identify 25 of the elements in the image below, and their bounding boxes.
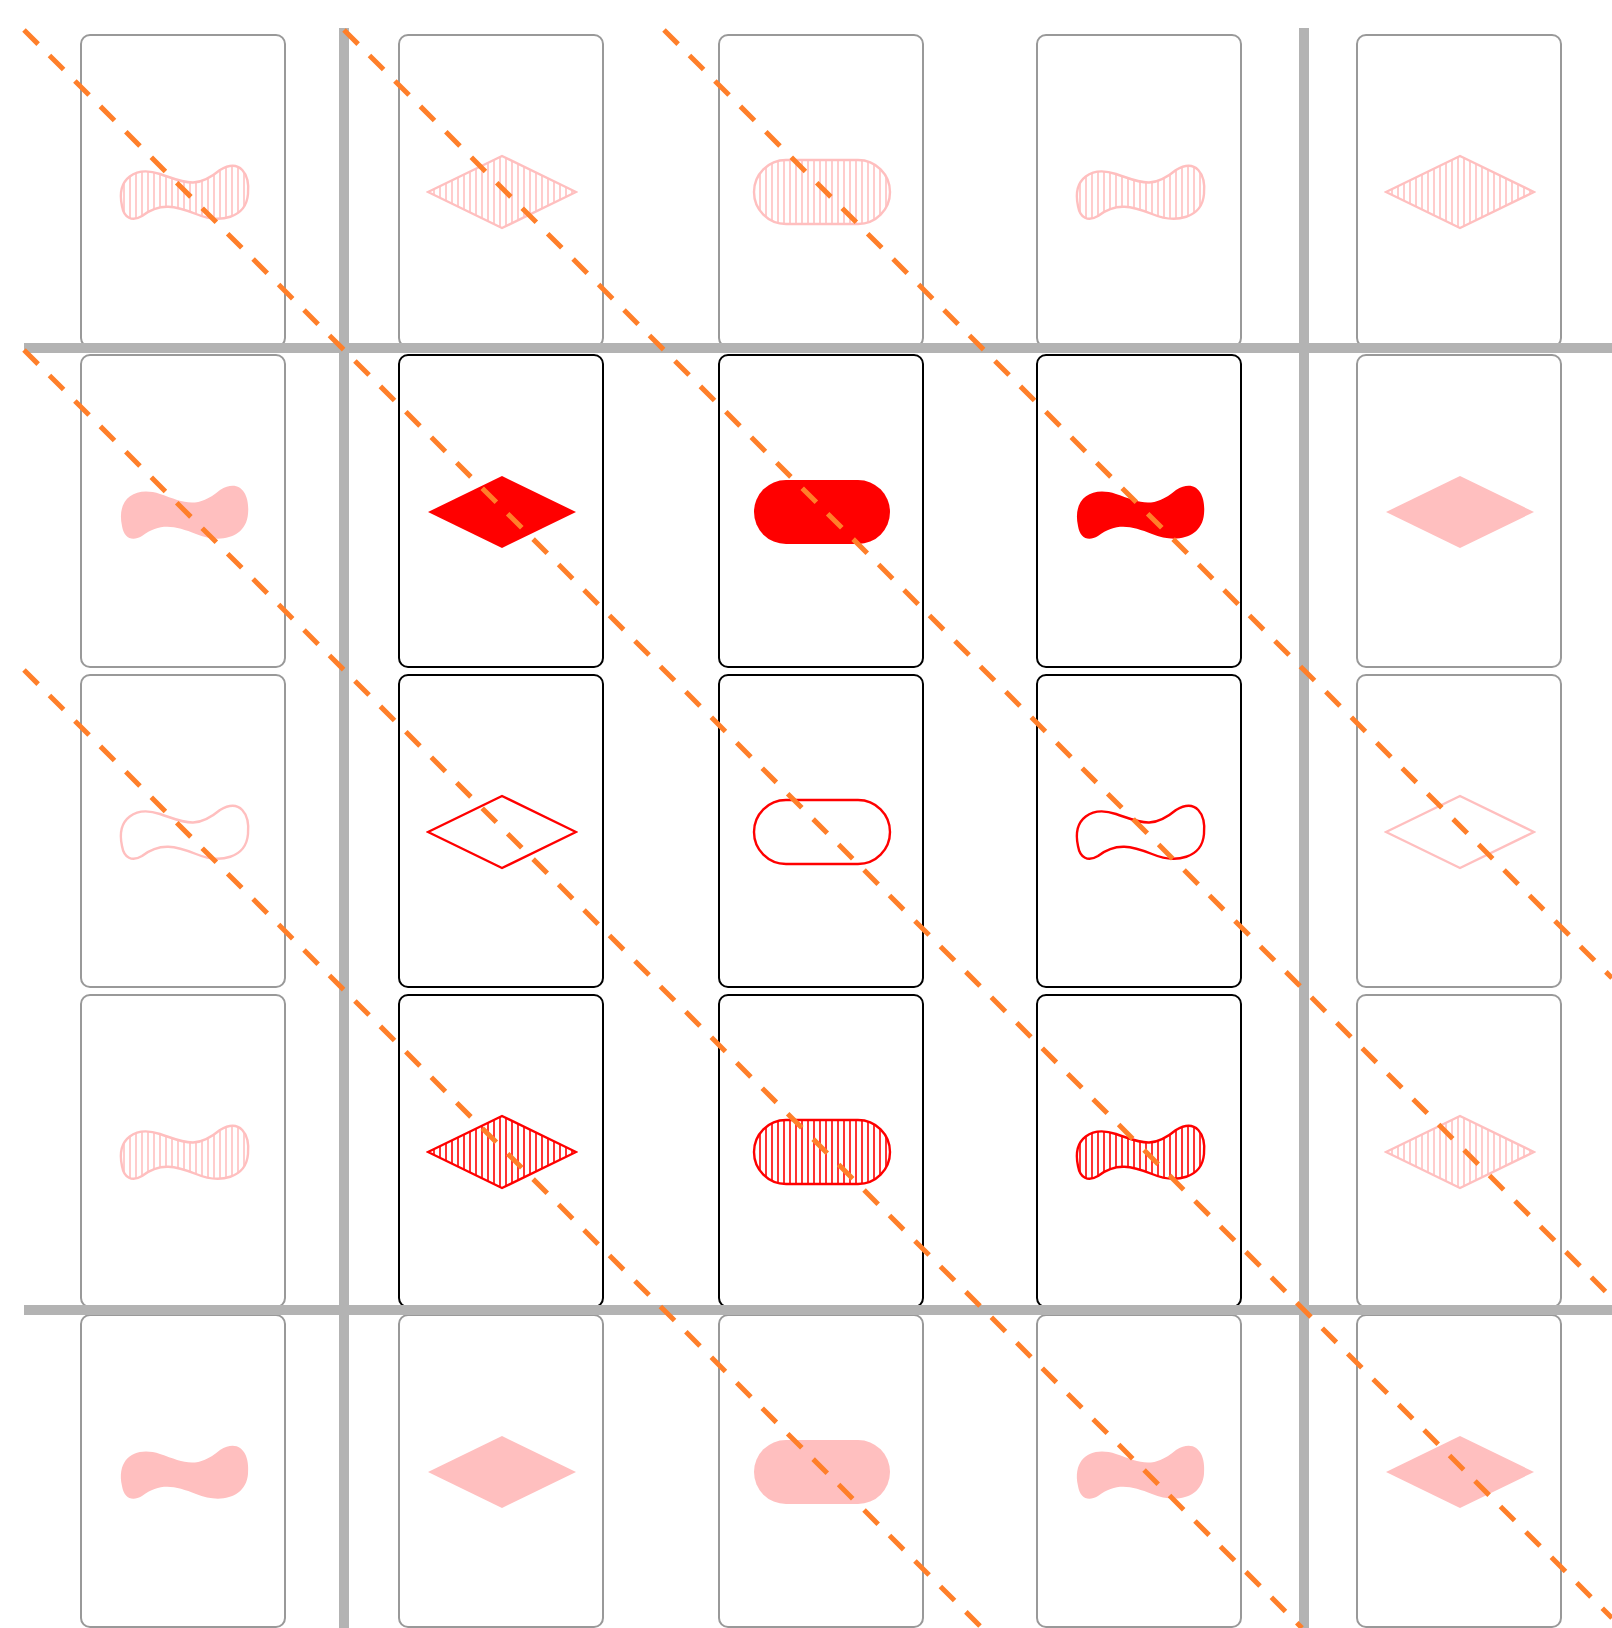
playing-card — [398, 34, 604, 348]
playing-card — [1036, 354, 1242, 668]
playing-card — [718, 34, 924, 348]
playing-card — [718, 994, 924, 1308]
playing-card — [398, 354, 604, 668]
playing-card — [398, 674, 604, 988]
playing-card — [80, 1314, 286, 1628]
playing-card — [398, 994, 604, 1308]
playing-card — [80, 34, 286, 348]
playing-card — [718, 354, 924, 668]
playing-card — [1356, 354, 1562, 668]
playing-card — [1036, 994, 1242, 1308]
playing-card — [80, 354, 286, 668]
playing-card — [1356, 674, 1562, 988]
playing-card — [80, 674, 286, 988]
playing-card — [1036, 34, 1242, 348]
playing-card — [80, 994, 286, 1308]
playing-card — [1036, 1314, 1242, 1628]
playing-card — [1356, 994, 1562, 1308]
playing-card — [398, 1314, 604, 1628]
playing-card — [1036, 674, 1242, 988]
playing-card — [718, 674, 924, 988]
playing-card — [1356, 34, 1562, 348]
playing-card — [718, 1314, 924, 1628]
playing-card — [1356, 1314, 1562, 1628]
